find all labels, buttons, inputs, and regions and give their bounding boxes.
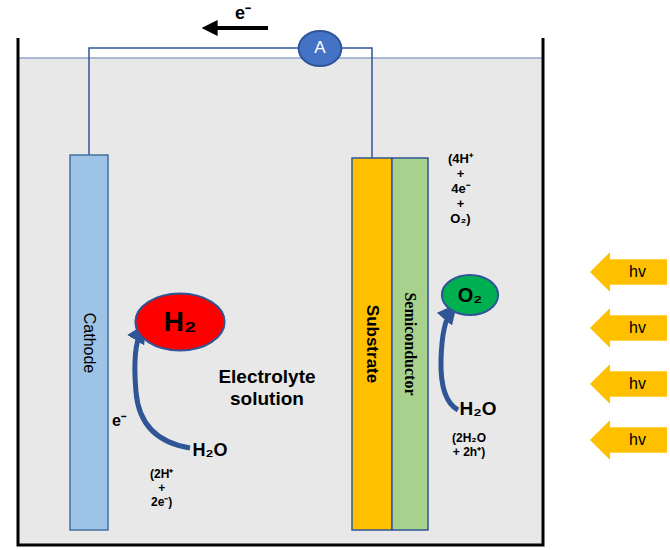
light-arrow-outline xyxy=(590,420,667,460)
light-arrow-shape xyxy=(590,364,667,404)
reaction-arrow xyxy=(441,310,458,410)
semiconductor-layer-shape xyxy=(392,158,428,530)
reaction-label: (2H⁺ + 2e⁻) xyxy=(150,468,173,509)
reaction-label: (2H₂O + 2h⁺) xyxy=(452,432,486,460)
light-arrow-text: hv xyxy=(629,263,646,281)
light-arrow-text: hv xyxy=(629,319,646,337)
light-arrow-shape xyxy=(590,420,667,460)
cathode-electrode: Cathode xyxy=(70,155,108,530)
species-label: H₂O xyxy=(180,440,240,461)
substrate-layer-shape xyxy=(352,158,392,530)
gas-bubble-shape xyxy=(135,294,224,351)
gas-bubble-text: O₂ xyxy=(458,284,482,307)
ammeter-circle-shape xyxy=(299,30,342,65)
light-arrow-outline xyxy=(590,252,667,292)
light-arrow-text: hv xyxy=(629,375,646,393)
electron-flow-arrow xyxy=(208,26,268,30)
light-arrow-shape xyxy=(590,308,667,348)
light-arrow-outline xyxy=(590,308,667,348)
solution-label: Electrolyte solution xyxy=(192,366,342,410)
light-arrow-outline xyxy=(590,364,667,404)
light-arrow: hv xyxy=(590,420,667,460)
species-label: H₂O xyxy=(448,398,508,420)
circuit-wire xyxy=(342,48,372,158)
electron-label: e⁻ xyxy=(228,3,258,24)
cathode-electrode-shape xyxy=(70,155,108,530)
gas-bubble-shape xyxy=(442,275,498,315)
semiconductor-layer-text: Semiconductor xyxy=(401,292,419,395)
gas-bubble-text: H₂ xyxy=(164,306,197,338)
semiconductor-layer: Semiconductor xyxy=(392,158,428,530)
substrate-layer-text: Substrate xyxy=(362,305,382,383)
ammeter-circle-text: A xyxy=(314,38,325,58)
ammeter-circle: A xyxy=(298,30,342,67)
light-arrow: hv xyxy=(590,364,667,404)
light-arrow-shape xyxy=(590,252,667,292)
electron-label: e⁻ xyxy=(110,412,128,430)
gas-bubble: H₂ xyxy=(134,292,226,352)
electrolyte-fill xyxy=(19,58,542,544)
light-arrow: hv xyxy=(590,308,667,348)
circuit-wire xyxy=(89,48,298,155)
reaction-label: (4H⁺ + 4e⁻ + O₂) xyxy=(448,152,473,227)
liquid-surface xyxy=(19,57,542,59)
cathode-electrode-text: Cathode xyxy=(80,312,98,373)
beaker-wall xyxy=(18,38,543,545)
light-arrow-text: hv xyxy=(629,431,646,449)
light-arrow: hv xyxy=(590,252,667,292)
gas-bubble: O₂ xyxy=(441,274,499,316)
substrate-layer: Substrate xyxy=(352,158,392,530)
